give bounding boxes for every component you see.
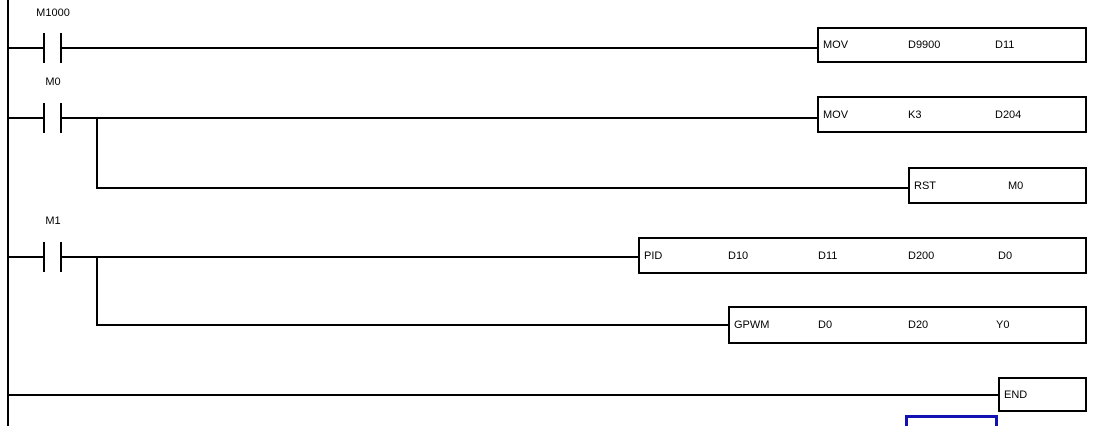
instruction-box-mov-1[interactable]: MOV D9900 D11: [817, 27, 1087, 63]
instruction-op: MOV: [823, 108, 849, 121]
instruction-box-mov-2[interactable]: MOV K3 D204: [817, 96, 1087, 133]
instruction-op: PID: [644, 249, 663, 262]
instruction-operand: D20: [908, 319, 929, 331]
instruction-op: MOV: [823, 39, 849, 51]
instruction-op: GPWM: [734, 319, 770, 331]
instruction-operand: D9900: [908, 39, 941, 51]
wire: [96, 187, 908, 189]
instruction-op: RST: [914, 179, 936, 192]
wire: [96, 324, 728, 326]
instruction-operand: K3: [908, 108, 922, 121]
wire: [7, 117, 43, 119]
left-power-rail: [7, 0, 9, 426]
instruction-operand: D200: [908, 249, 935, 262]
contact-bar: [43, 242, 45, 272]
wire: [7, 394, 998, 396]
instruction-operand: D11: [995, 39, 1015, 51]
instruction-operand: D0: [818, 319, 833, 331]
instruction-operand: M0: [1008, 179, 1024, 192]
contact-bar: [60, 242, 62, 272]
contact-bar: [60, 103, 62, 133]
instruction-box-rst[interactable]: RST M0: [908, 167, 1087, 204]
instruction-box-pid[interactable]: PID D10 D11 D200 D0: [638, 237, 1087, 274]
instruction-box-gpwm[interactable]: GPWM D0 D20 Y0: [728, 306, 1087, 344]
instruction-operand: D10: [728, 249, 749, 262]
instruction-operand: Y0: [996, 319, 1010, 331]
contact-bar: [60, 33, 62, 63]
instruction-operand: D204: [995, 108, 1022, 121]
instruction-operand: D0: [998, 249, 1013, 262]
contact-bar: [43, 33, 45, 63]
wire: [62, 117, 817, 119]
wire: [62, 256, 638, 258]
contact-label: M1: [45, 215, 61, 227]
contact-label: M1000: [36, 7, 70, 19]
branch-wire: [96, 117, 98, 189]
selection-cursor[interactable]: [905, 415, 998, 426]
contact-label: M0: [45, 76, 61, 88]
wire: [7, 256, 43, 258]
contact-bar: [43, 103, 45, 133]
wire: [7, 47, 43, 49]
branch-wire: [96, 256, 98, 326]
instruction-operand: D11: [818, 249, 838, 262]
instruction-op: END: [1004, 388, 1028, 401]
wire: [62, 47, 817, 49]
instruction-box-end[interactable]: END: [998, 377, 1087, 412]
